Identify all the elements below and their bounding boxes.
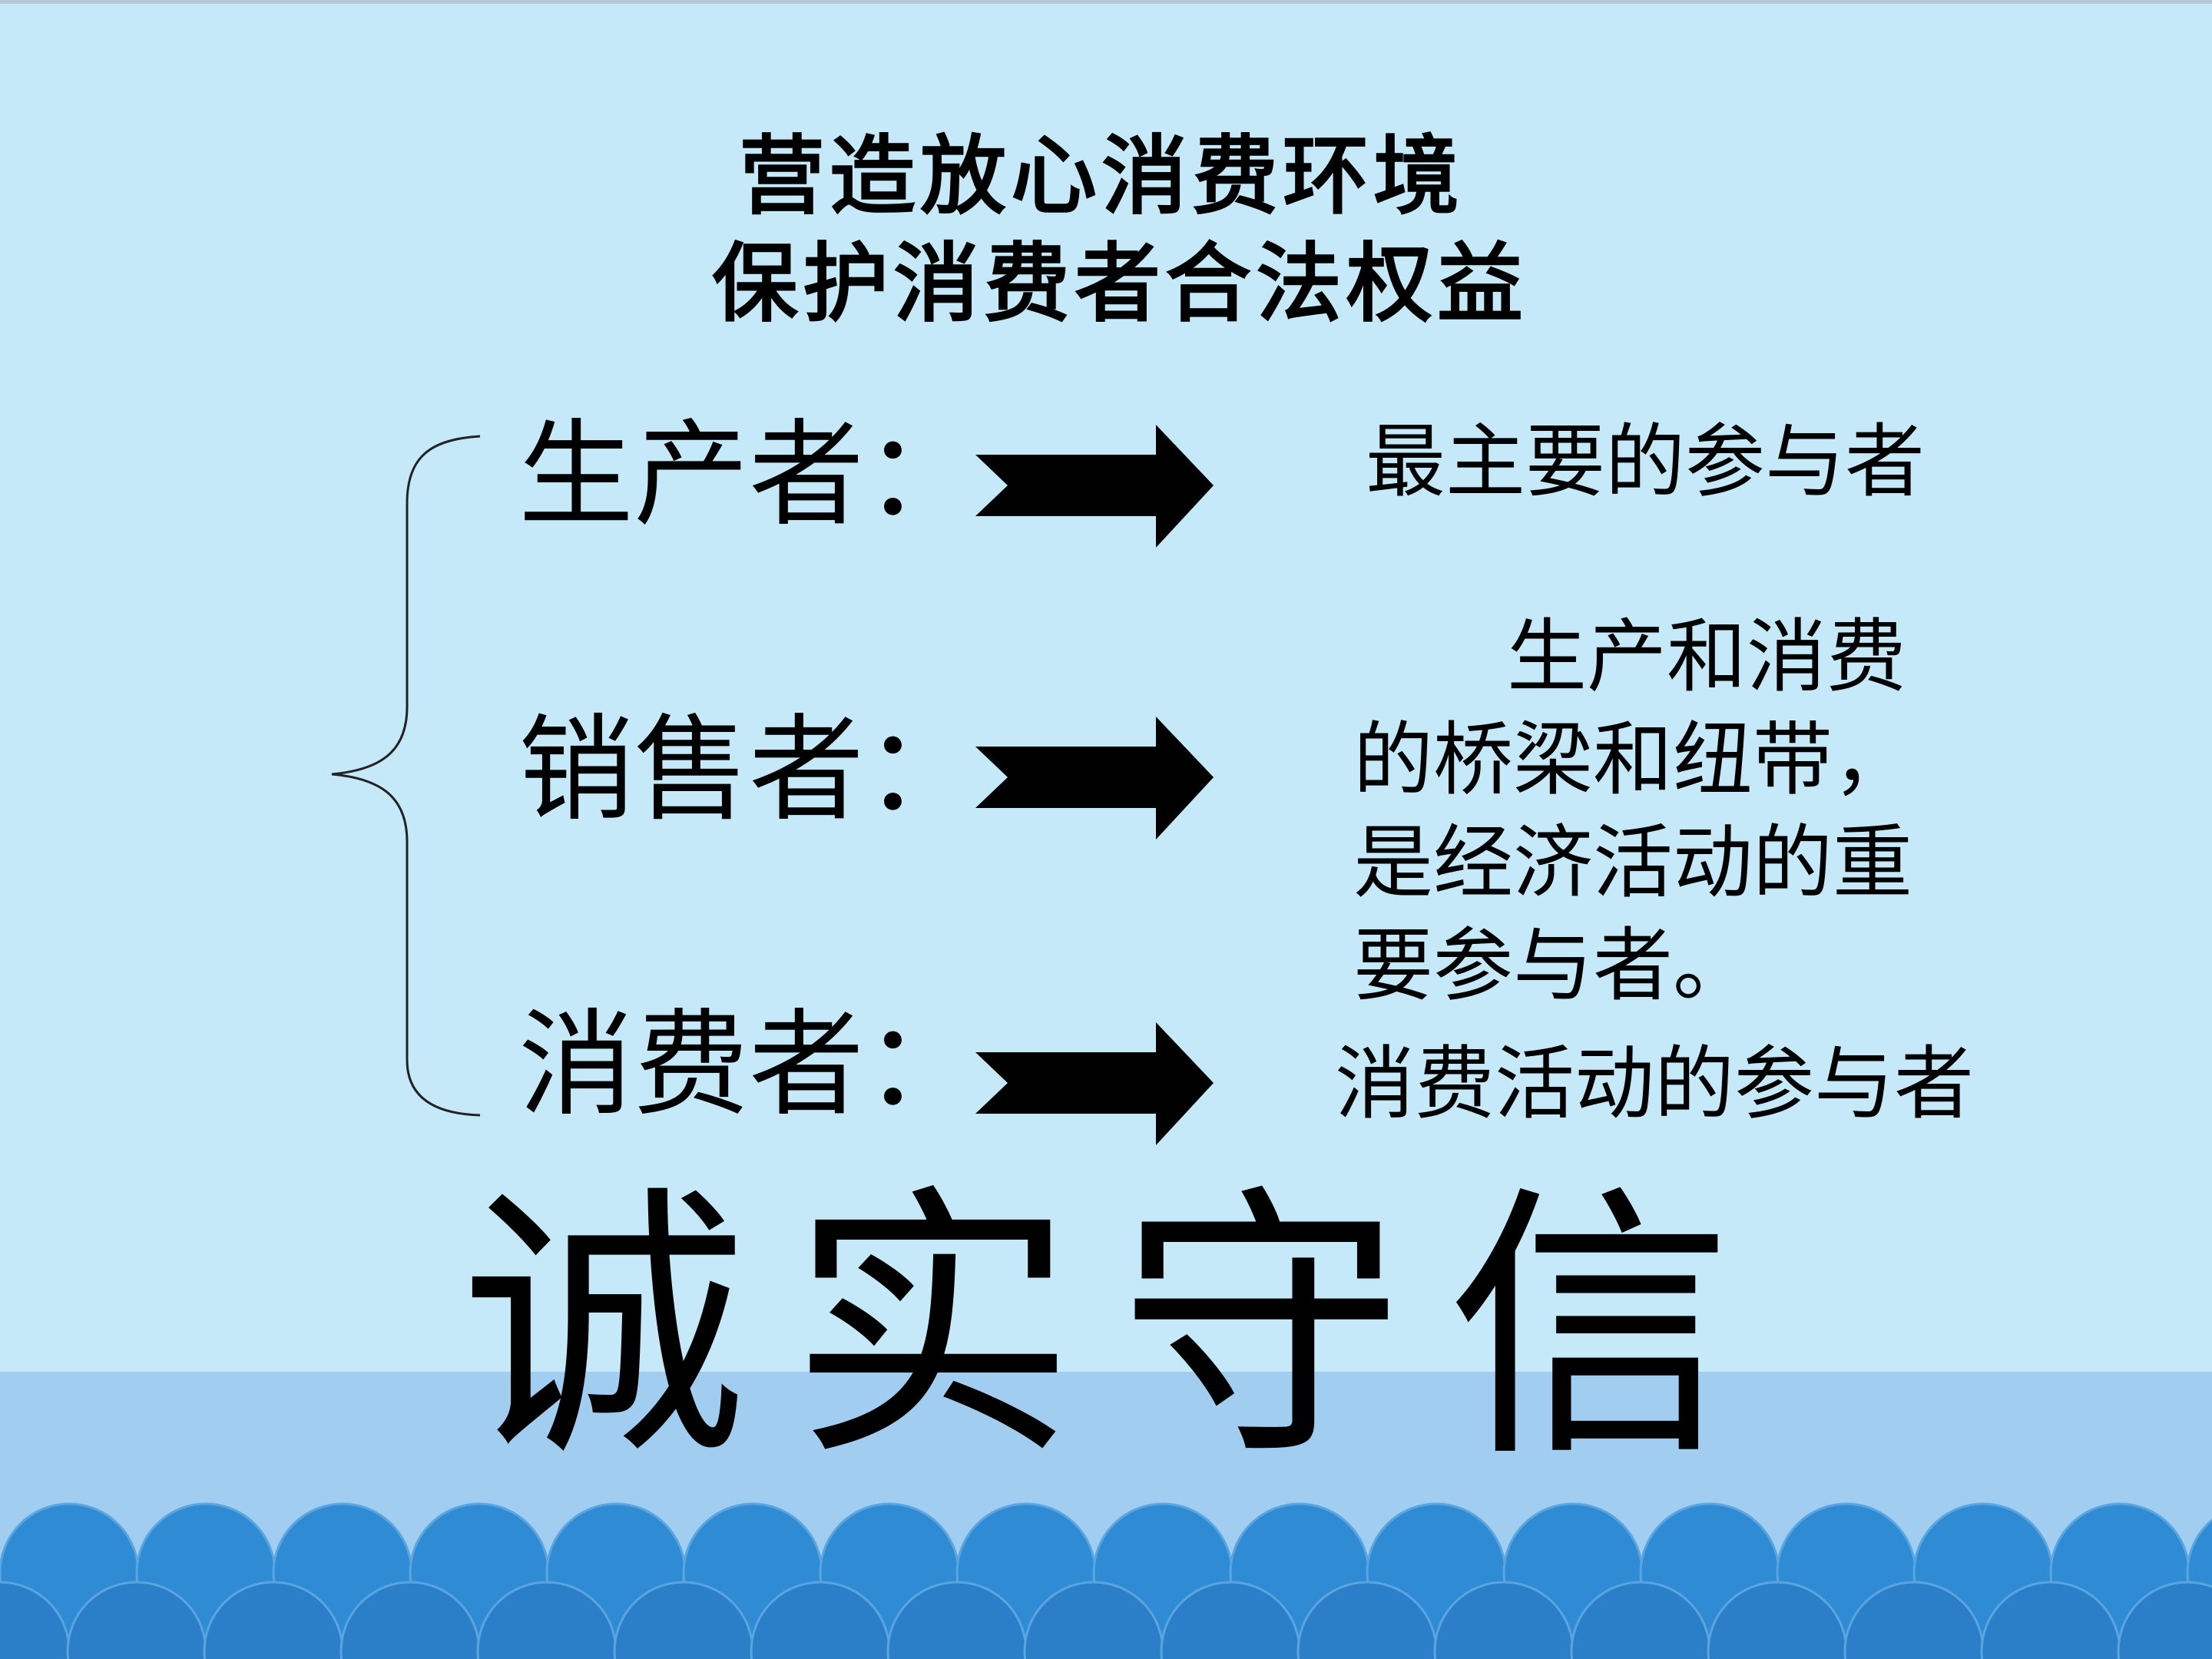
right-arrow-icon xyxy=(975,717,1214,839)
role-seller-label: 销售者： xyxy=(518,704,980,837)
top-border-line xyxy=(0,0,2212,4)
role-consumer-label: 消费者： xyxy=(518,998,980,1132)
seller-description-line: 要参与者。 xyxy=(1353,919,1753,1012)
role-producer-label: 生产者： xyxy=(518,409,980,542)
slogan-text: 诚实守信 xyxy=(461,1162,1776,1495)
producer-description: 最主要的参与者 xyxy=(1366,410,1925,513)
wave-scallop xyxy=(2117,1581,2212,1659)
seller-description-line: 是经济活动的重 xyxy=(1353,816,1913,909)
right-arrow-icon xyxy=(975,1022,1214,1145)
seller-description-line: 生产和消费 xyxy=(1507,610,1907,704)
title-line-2: 保护消费者合法权益 xyxy=(712,233,1528,334)
seller-description: 生产和消费 的桥梁和纽带， 是经济活动的重 要参与者。 xyxy=(1353,605,1912,1017)
title-line-1: 营造放心消费环境 xyxy=(739,126,1464,227)
producer-description-line: 最主要的参与者 xyxy=(1366,415,1926,508)
consumer-description: 消费活动的参与者 xyxy=(1335,1032,1974,1135)
consumer-description-line: 消费活动的参与者 xyxy=(1335,1037,1975,1131)
right-arrow-icon xyxy=(975,425,1214,548)
seller-description-line: 的桥梁和纽带， xyxy=(1353,713,1913,806)
